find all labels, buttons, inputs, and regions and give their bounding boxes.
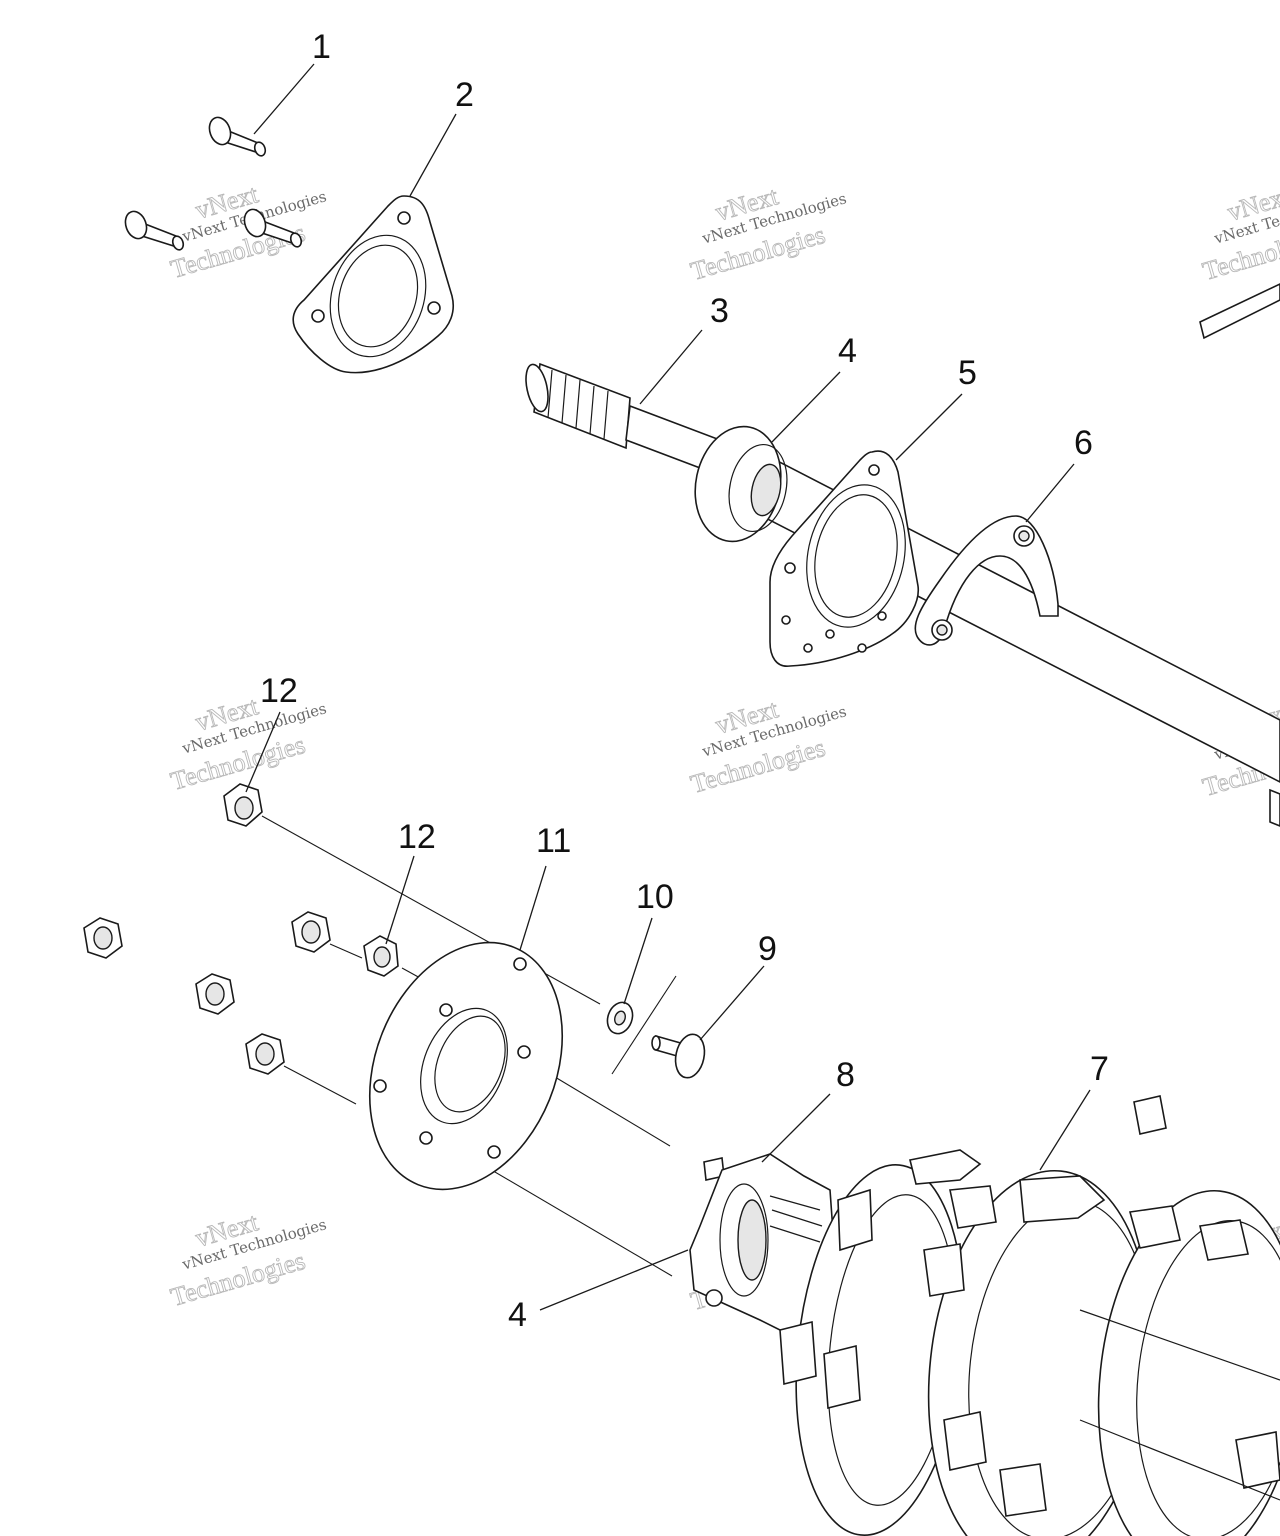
watermark-4: vNext vNext Technologies Technologies	[167, 691, 329, 797]
watermark-5: vNext vNext Technologies Technologies	[687, 694, 849, 800]
callout-6: 6	[1074, 424, 1093, 462]
callout-4-upper: 4	[838, 332, 857, 370]
drive-sprocket-part-7	[779, 1095, 1280, 1536]
callout-5: 5	[958, 354, 977, 392]
bearing-part-4-upper	[694, 425, 788, 543]
gasket-plate-part-11	[368, 941, 564, 1191]
callout-3: 3	[710, 292, 729, 330]
flange-nut-a	[83, 917, 123, 959]
callout-7: 7	[1090, 1050, 1109, 1088]
rivet-part-1	[208, 116, 267, 157]
watermark-2: vNext vNext Technologies Technologies	[687, 181, 849, 287]
callout-12-upper: 12	[260, 672, 298, 710]
bearing-flange-part-2	[292, 195, 454, 374]
callout-9: 9	[758, 930, 777, 968]
watermark-7: vNext vNext Technologies Technologies	[167, 1207, 329, 1313]
callout-1: 1	[312, 28, 331, 66]
flange-nut-d	[245, 1033, 285, 1075]
lock-washer-part-10	[606, 1001, 634, 1035]
flange-nut-part-12-b	[363, 935, 399, 977]
flange-nut-b	[291, 911, 331, 953]
flange-nut-part-12-a	[223, 783, 263, 827]
callout-8: 8	[836, 1056, 855, 1094]
callout-12-lower: 12	[398, 818, 436, 856]
rivet-part-1-c	[243, 208, 303, 248]
pin-part-9	[651, 1033, 706, 1079]
leader-lines	[245, 63, 1091, 1311]
bearing-housing-part-5	[769, 450, 919, 667]
watermark-3: vNext vNext Technologies Technologies	[1199, 181, 1280, 287]
callout-11: 11	[536, 822, 571, 860]
callout-10: 10	[636, 878, 674, 916]
callout-4-lower: 4	[508, 1296, 527, 1334]
flange-nut-c	[195, 973, 235, 1015]
callout-2: 2	[455, 76, 474, 114]
retainer-ring-part-6	[914, 515, 1059, 646]
partial-element-top-right	[1199, 283, 1280, 340]
rivet-part-1-b	[124, 210, 185, 251]
